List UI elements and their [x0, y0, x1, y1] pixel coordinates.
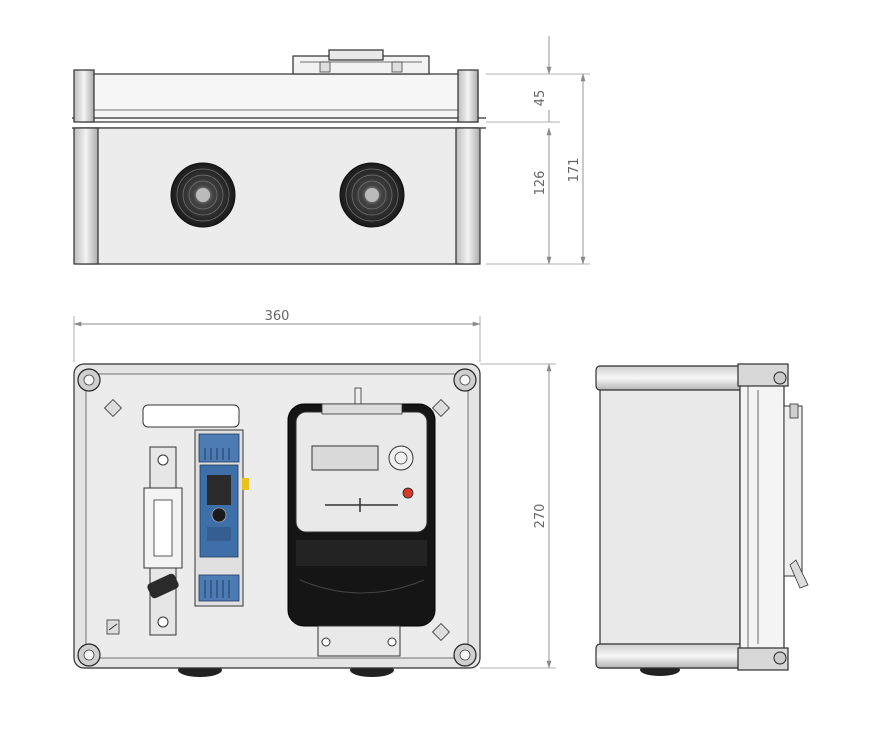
dim-total-height: 171 [567, 158, 582, 183]
label-plate [142, 404, 240, 428]
plan-view: 270 [73, 363, 556, 677]
width-dimension: 360 [73, 309, 481, 362]
side-latch [783, 405, 803, 577]
cable-gland-icon [339, 162, 405, 228]
screw-icon [77, 643, 101, 667]
side-body [599, 367, 741, 669]
screw-icon [453, 368, 477, 392]
plate-fixing-icon [103, 398, 451, 642]
lid-latch [292, 49, 430, 75]
side-view [595, 363, 809, 676]
dim-width: 360 [265, 309, 290, 324]
earth-symbol-icon [106, 619, 120, 635]
side-rail-top [595, 365, 745, 391]
electricity-meter [287, 387, 436, 657]
front-elevation-view: 45 126 171 [72, 36, 590, 265]
meter-display [311, 445, 379, 471]
lid [79, 73, 479, 123]
screw-icon [453, 643, 477, 667]
body [79, 127, 479, 265]
cable-gland-icon [170, 162, 236, 228]
side-rail-bottom [595, 643, 745, 669]
fuse-holder [143, 446, 183, 636]
dim-depth: 270 [533, 504, 548, 529]
lid-corner-left [73, 69, 95, 123]
indicator-yellow [242, 478, 249, 490]
indicator-red [402, 487, 414, 499]
dim-lid-height: 45 [533, 90, 548, 107]
lid-corner-right [457, 69, 479, 123]
body-pillar-right [455, 127, 481, 265]
body-pillar-left [73, 127, 99, 265]
side-lid [739, 367, 785, 669]
screw-icon [77, 368, 101, 392]
din-module [194, 429, 249, 607]
dim-body-height: 126 [533, 171, 548, 196]
